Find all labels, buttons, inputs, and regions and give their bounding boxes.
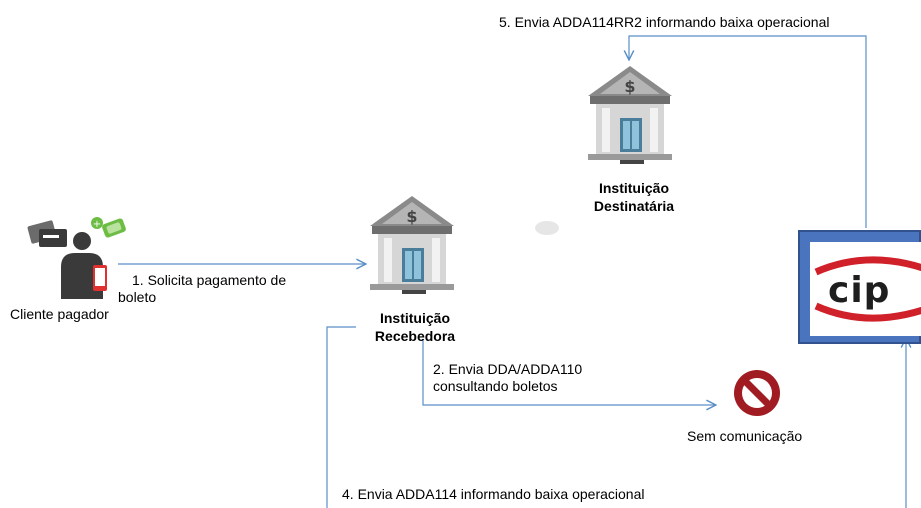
- no-comm-label: Sem comunicação: [687, 428, 803, 444]
- client-icon: +: [25, 215, 135, 303]
- step1-label-cont: boleto: [118, 289, 157, 305]
- step2-label-cont: consultando boletos: [433, 378, 558, 394]
- receiver-label-2: Recebedora: [374, 328, 456, 344]
- cip-logo-box: cip: [798, 230, 921, 344]
- prohibited-icon: [732, 368, 782, 418]
- receiver-bank-icon: $: [362, 192, 462, 302]
- svg-text:+: +: [93, 219, 101, 230]
- arrow-step5: [629, 35, 867, 228]
- receiver-label-1: Instituição: [379, 310, 450, 326]
- step1-label: 1. Solicita pagamento de: [132, 272, 287, 288]
- svg-text:$: $: [624, 77, 635, 96]
- arrow-step4: [326, 326, 356, 508]
- step5-label: 5. Envia ADDA114RR2 informando baixa ope…: [499, 14, 830, 30]
- destination-label-2: Destinatária: [593, 198, 675, 214]
- arrow-step2: [422, 340, 716, 405]
- svg-text:$: $: [406, 207, 417, 226]
- cip-swoosh-icon: [814, 256, 921, 322]
- client-label: Cliente pagador: [10, 306, 109, 322]
- destination-label-1: Instituição: [598, 180, 669, 196]
- step2-label: 2. Envia DDA/ADDA110: [433, 361, 583, 377]
- step4-label: 4. Envia ADDA114 informando baixa operac…: [342, 486, 645, 502]
- decor-ellipse: [535, 221, 559, 235]
- destination-bank-icon: $: [580, 62, 680, 172]
- cip-logo-text: cip: [828, 270, 891, 311]
